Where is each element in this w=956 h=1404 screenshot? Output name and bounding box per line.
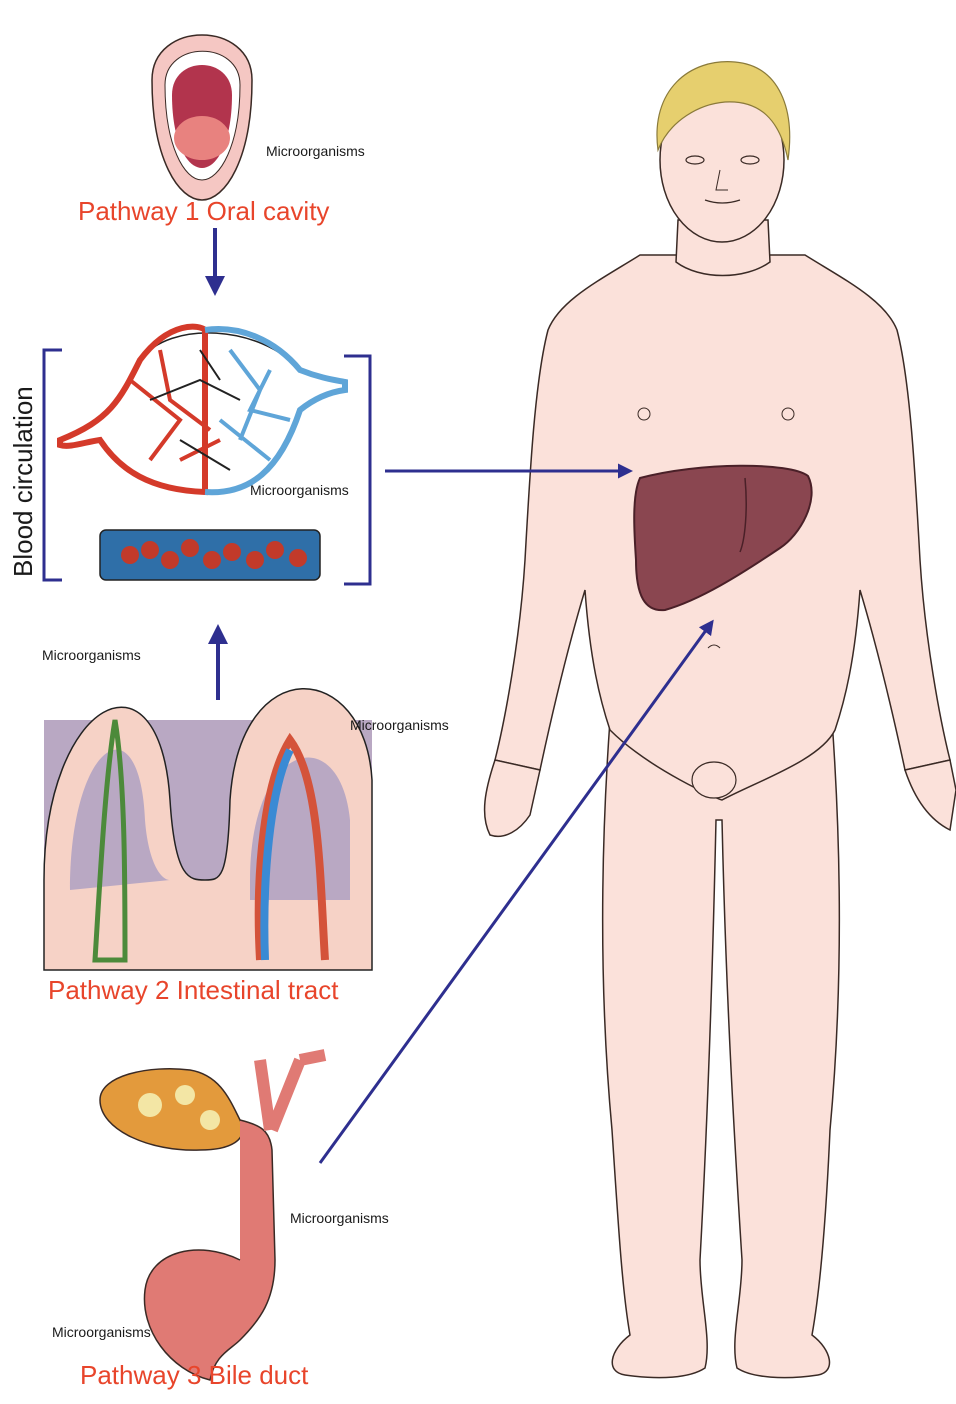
pathway1-label: Pathway 1 Oral cavity	[78, 196, 329, 227]
pathway2-label: Pathway 2 Intestinal tract	[48, 975, 338, 1006]
oral-cavity-illustration	[152, 35, 252, 200]
blood-vessel-with-microorganisms	[100, 530, 320, 580]
human-body-figure	[485, 62, 956, 1378]
pathway3-label: Pathway 3 Bile duct	[80, 1360, 308, 1391]
micro-label-duodenum: Microorganisms	[52, 1324, 151, 1340]
intestinal-villi-illustration	[44, 689, 372, 970]
micro-label-blood: Microorganisms	[250, 482, 349, 498]
micro-label-bile: Microorganisms	[290, 1210, 389, 1226]
capillary-network	[60, 327, 345, 493]
micro-label-villus-right: Microorganisms	[350, 717, 449, 733]
micro-label-oral: Microorganisms	[266, 143, 365, 159]
blood-circulation-label: Blood circulation	[8, 386, 39, 577]
micro-label-villus-left: Microorganisms	[42, 647, 141, 663]
